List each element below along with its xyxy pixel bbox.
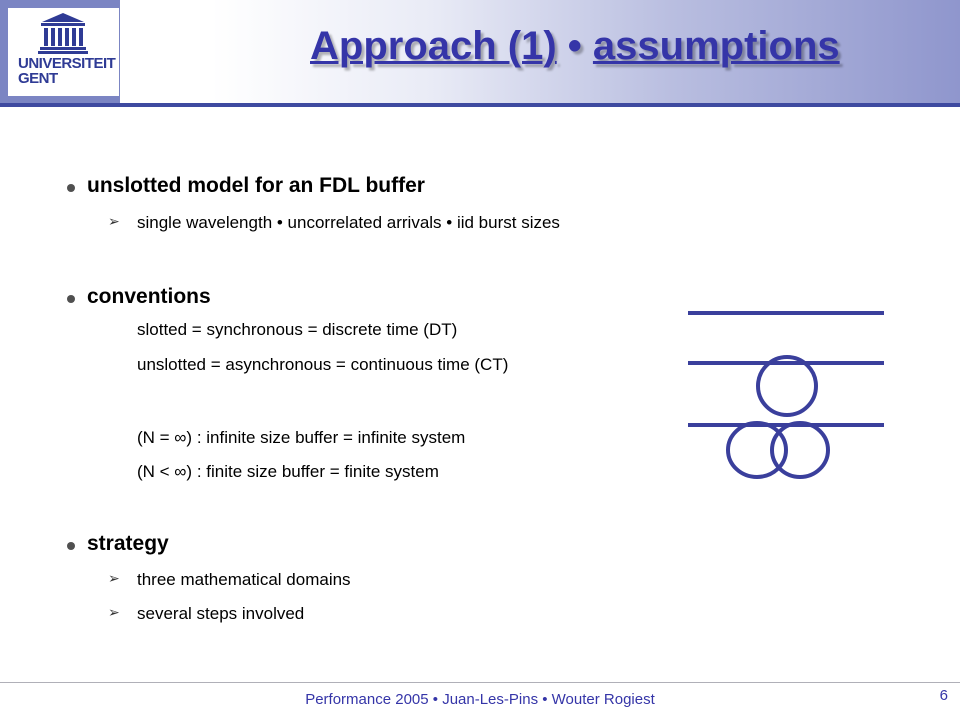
convention-line-infinite: (N = ∞) : infinite size buffer = infinit… [137, 428, 466, 447]
title-part-approach: Approach (1) [310, 24, 557, 68]
logo-word-universiteit: UNIVERSITEIT [18, 55, 116, 72]
arrowhead-bullet-icon: ➢ [108, 213, 120, 229]
page-number: 6 [939, 687, 948, 704]
sub-bullet-text: several steps involved [137, 604, 305, 623]
title-separator: • [556, 24, 593, 68]
heading-text: conventions [87, 285, 211, 308]
heading-text: unslotted model for an FDL buffer [87, 174, 425, 197]
footer-rule [0, 682, 960, 683]
sub-bullet-text: three mathematical domains [137, 570, 351, 589]
slide-title: Approach (1) • assumptions [310, 24, 950, 69]
footer-text: Performance 2005 • Juan-Les-Pins • Woute… [305, 691, 655, 708]
diagram-loop-right [770, 421, 830, 479]
sub-bullet-text: single wavelength • uncorrelated arrival… [137, 213, 560, 232]
diagram-loop-left [726, 421, 788, 479]
header-rule [0, 103, 960, 107]
round-bullet-icon [67, 542, 75, 550]
fdl-buffer-diagram [688, 311, 884, 479]
convention-line-unslotted: unslotted = asynchronous = continuous ti… [137, 355, 509, 374]
arrowhead-bullet-icon: ➢ [108, 604, 120, 620]
convention-line-finite: (N < ∞) : finite size buffer = finite sy… [137, 462, 439, 481]
university-logo: UNIVERSITEIT GENT [0, 0, 120, 103]
logo-panel: UNIVERSITEIT GENT [8, 8, 119, 96]
arrowhead-bullet-icon: ➢ [108, 570, 120, 586]
university-building-icon [38, 13, 88, 54]
convention-line-slotted: slotted = synchronous = discrete time (D… [137, 320, 458, 339]
heading-text: strategy [87, 532, 169, 555]
round-bullet-icon [67, 184, 75, 192]
logo-word-gent: GENT [18, 70, 58, 87]
title-part-assumptions: assumptions [592, 24, 840, 68]
header-band [0, 0, 960, 103]
round-bullet-icon [67, 295, 75, 303]
diagram-loop-single [756, 355, 818, 417]
